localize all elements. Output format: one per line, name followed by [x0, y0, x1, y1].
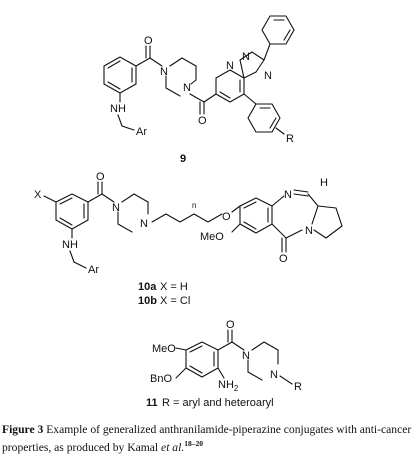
caption-text: Example of generalized anthranilamide-pi… — [2, 423, 412, 454]
c9-pz-n: N — [264, 70, 272, 82]
c10-carbonyl-o: O — [96, 171, 105, 183]
c10-ether-o: O — [222, 211, 231, 223]
c9-amide-o: O — [198, 115, 207, 127]
compound-11-desc: R = aryl and heteroaryl — [162, 397, 274, 409]
compound-10-structure: X O N N n O NH Ar — [34, 171, 343, 307]
c9-pz-n2: N — [242, 51, 250, 63]
c10-imine-n: N — [284, 189, 292, 201]
c11-pip-n1: N — [242, 350, 250, 362]
c10-x: X — [34, 189, 42, 201]
compound-11-structure: MeO BnO O NH2 N N R 11 R = aryl and hete… — [146, 319, 302, 409]
c10-ar: Ar — [88, 264, 99, 276]
c9-r: R — [286, 133, 294, 145]
compound-10a-desc: X = H — [160, 281, 188, 293]
c11-r: R — [294, 381, 302, 393]
c9-ar: Ar — [136, 126, 147, 138]
c9-nh: NH — [110, 103, 126, 115]
compound-10b-id: 10b — [138, 295, 157, 307]
c10-lactam-o: O — [279, 253, 288, 265]
compound-9-structure: O N N NH Ar O N N N — [103, 15, 295, 165]
c10-pip-n1: N — [112, 202, 120, 214]
c10-nh: NH — [62, 239, 78, 251]
compound-10b-desc: X = Cl — [160, 295, 190, 307]
compound-9-id: 9 — [180, 153, 186, 165]
compound-11-id: 11 — [146, 397, 158, 409]
c11-nh2: NH2 — [218, 379, 239, 393]
caption-etal: et al. — [161, 440, 185, 454]
c10-ome: MeO — [200, 231, 224, 243]
figure-caption: Figure 3 Example of generalized anthrani… — [2, 423, 414, 455]
compound-10a-id: 10a — [138, 281, 157, 293]
c10-pip-n2: N — [140, 218, 148, 230]
c11-bno: BnO — [150, 373, 172, 385]
caption-refs: 18–20 — [184, 439, 203, 448]
c9-pyr-n: N — [226, 60, 234, 72]
c9-carbonyl-o: O — [144, 35, 153, 47]
c11-carbonyl-o: O — [226, 319, 235, 331]
c10-n: n — [192, 201, 196, 210]
c10-h: H — [320, 177, 328, 189]
c10-amide-n: N — [305, 225, 313, 237]
c11-meo: MeO — [152, 343, 176, 355]
c11-pip-n2: N — [270, 369, 278, 381]
c9-pip-n1: N — [160, 66, 168, 78]
c9-pip-n2: N — [183, 82, 191, 94]
figure-label: Figure 3 — [2, 423, 44, 436]
chemical-structures-scheme: O N N NH Ar O N N N — [34, 15, 343, 409]
